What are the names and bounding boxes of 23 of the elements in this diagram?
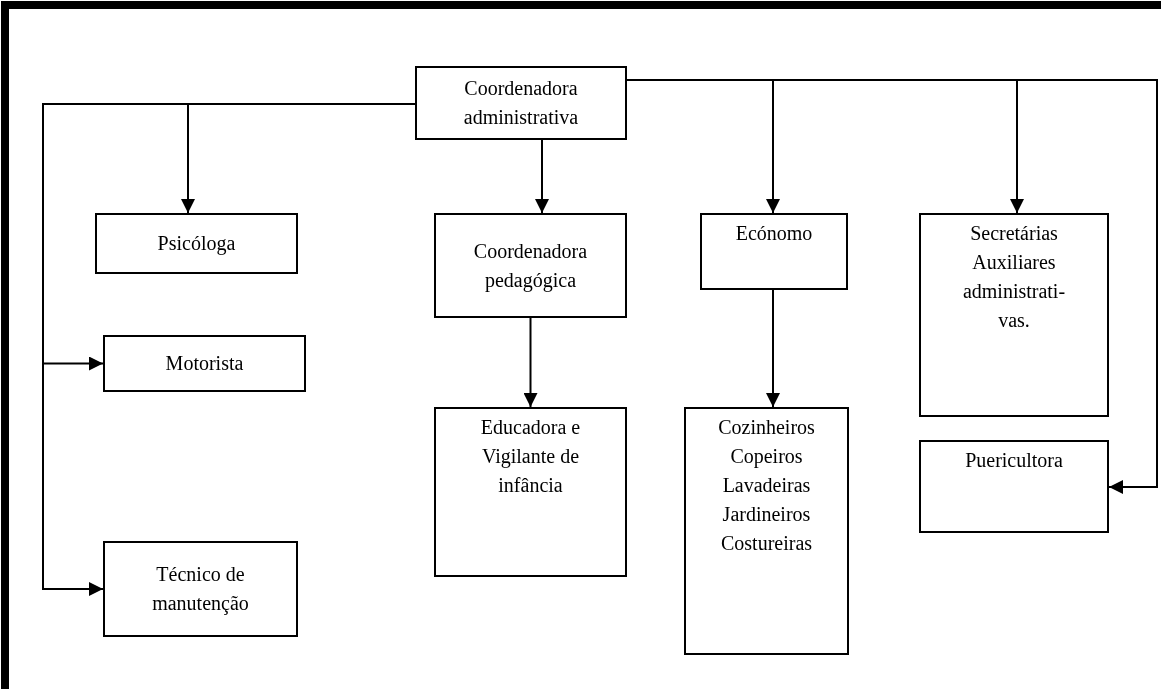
org-box xyxy=(415,66,627,140)
box-label: Coordenadora pedagógica xyxy=(472,238,589,294)
box-label: Cozinheiros Copeiros Lavadeiras Jardineiros Costureiras xyxy=(717,415,816,556)
connector-arrow xyxy=(535,139,549,214)
box-label: Educadora e Vigilante de infância xyxy=(479,415,582,498)
org-box xyxy=(434,407,627,577)
box-label: Puericultora xyxy=(965,448,1063,473)
org-box xyxy=(434,213,627,318)
connector-arrow xyxy=(523,317,538,408)
connector-arrow xyxy=(766,289,780,408)
box-label: Coordenadora administrativa xyxy=(462,76,580,130)
box-label: Ecónomo xyxy=(735,221,813,246)
box-label: Psicóloga xyxy=(157,231,236,257)
org-box xyxy=(103,335,306,392)
box-label: Motorista xyxy=(165,351,244,376)
org-box xyxy=(919,440,1109,533)
org-box xyxy=(103,541,298,637)
box-label: Técnico de manutenção xyxy=(151,562,250,617)
box-label: Secretárias Auxiliares administrati- vas. xyxy=(961,221,1067,333)
org-box xyxy=(919,213,1109,417)
org-box xyxy=(95,213,298,274)
org-box xyxy=(684,407,849,655)
org-box xyxy=(700,213,848,290)
